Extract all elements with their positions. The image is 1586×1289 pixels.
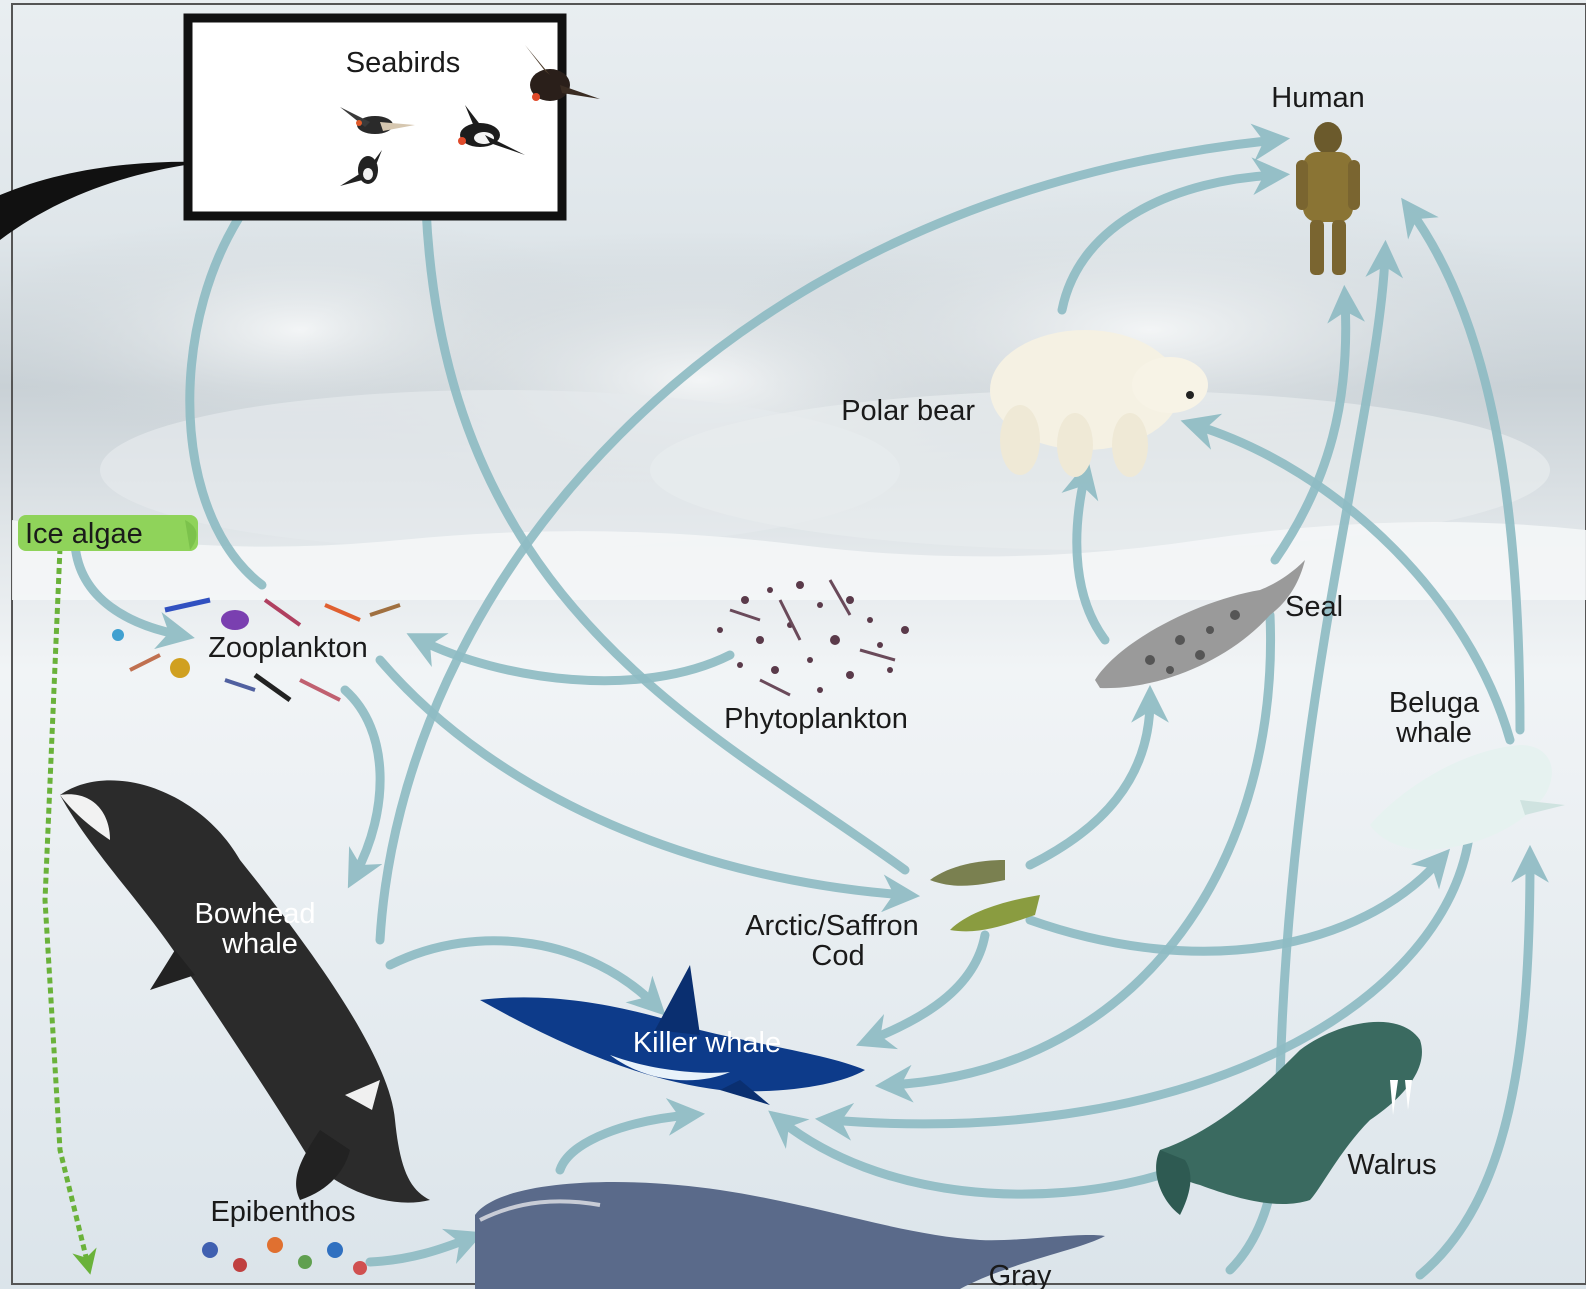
label-seabirds: Seabirds [346,47,460,79]
label-human: Human [1271,82,1365,114]
label-zooplankton: Zooplankton [208,632,368,664]
label-phytoplankton: Phytoplankton [724,703,908,735]
label-ice-algae: Ice algae [25,518,143,550]
label-polar-bear: Polar bear [841,395,975,427]
label-seal: Seal [1285,591,1343,623]
label-cod-line2: Cod [811,940,864,972]
label-killer-whale: Killer whale [633,1027,781,1059]
label-gray-whale-partial: Gray [989,1260,1052,1289]
label-bowhead-line2: whale [221,928,298,960]
label-bowhead-line1: Bowhead [195,898,316,930]
label-beluga-line2: whale [1395,717,1472,749]
label-beluga-line1: Beluga [1389,687,1480,719]
label-walrus: Walrus [1347,1149,1436,1181]
label-epibenthos: Epibenthos [210,1196,355,1228]
label-cod-line1: Arctic/Saffron [745,910,919,942]
